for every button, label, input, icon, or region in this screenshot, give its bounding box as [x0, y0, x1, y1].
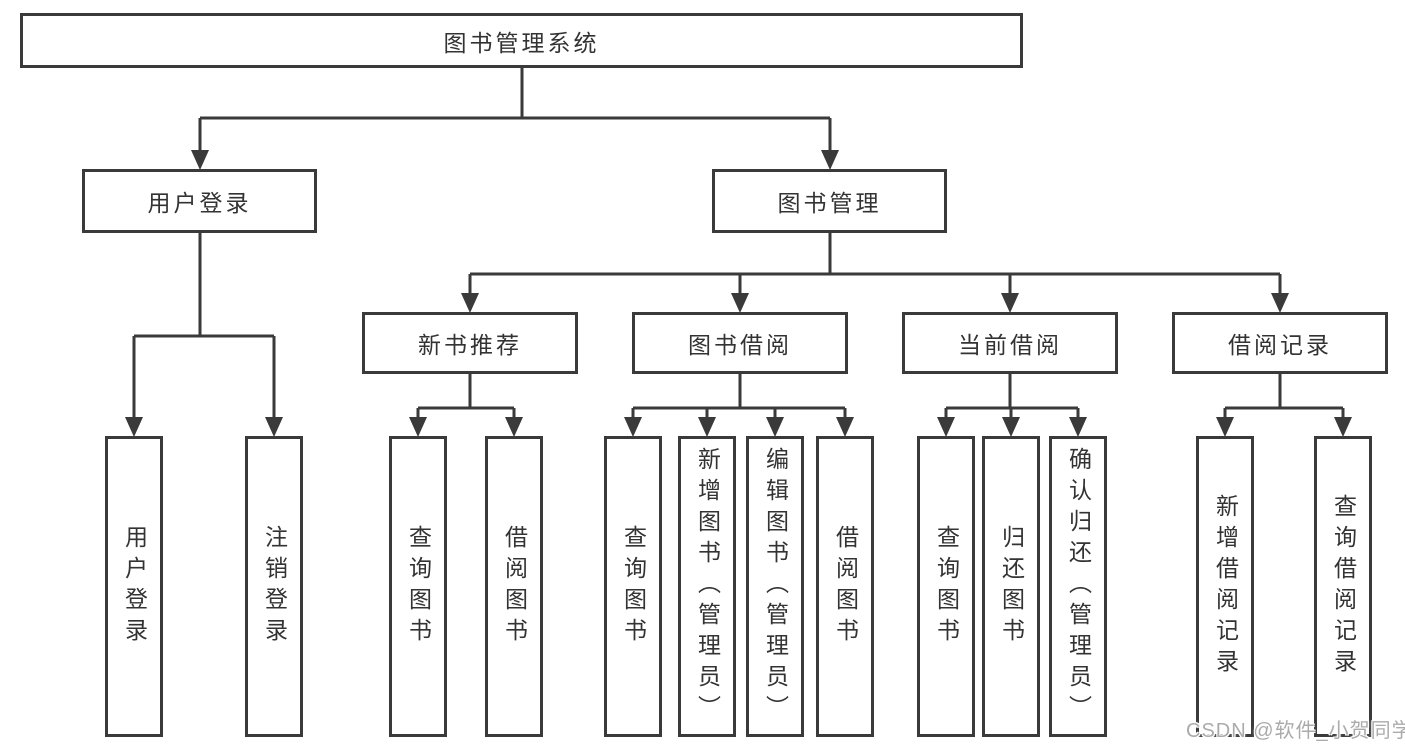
connector-paths — [132, 68, 1345, 421]
leaf-borrow-books-recommend: 借阅图书 — [485, 436, 543, 737]
leaf-edit-books-admin: 编辑图书（管理员） — [746, 436, 804, 737]
node-borrowing-records: 借阅记录 — [1172, 312, 1388, 374]
leaf-query-books-recommend: 查询图书 — [389, 436, 447, 737]
node-book-borrowing: 图书借阅 — [632, 312, 848, 374]
node-current-borrowing: 当前借阅 — [902, 312, 1118, 374]
leaf-query-books-borrowing: 查询图书 — [604, 436, 662, 737]
csdn-watermark: CSDN @软件_小贺同学 — [1186, 720, 1405, 742]
leaf-user-login: 用户登录 — [105, 436, 163, 737]
node-book-management: 图书管理 — [712, 169, 947, 233]
leaf-borrow-books-borrowing: 借阅图书 — [816, 436, 874, 737]
leaf-confirm-return-admin: 确认归还（管理员） — [1049, 436, 1107, 737]
leaf-query-borrow-record: 查询借阅记录 — [1314, 436, 1372, 737]
leaf-logout-login: 注销登录 — [245, 436, 303, 737]
node-new-book-recommendation: 新书推荐 — [362, 312, 578, 374]
node-library-management-system: 图书管理系统 — [20, 13, 1023, 68]
leaf-return-books: 归还图书 — [982, 436, 1040, 737]
leaf-add-borrow-record: 新增借阅记录 — [1196, 436, 1254, 737]
node-user-login: 用户登录 — [82, 169, 317, 233]
leaf-query-books-current: 查询图书 — [917, 436, 975, 737]
arrowhead-icons — [125, 150, 1352, 437]
leaf-add-books-admin: 新增图书（管理员） — [678, 436, 736, 737]
